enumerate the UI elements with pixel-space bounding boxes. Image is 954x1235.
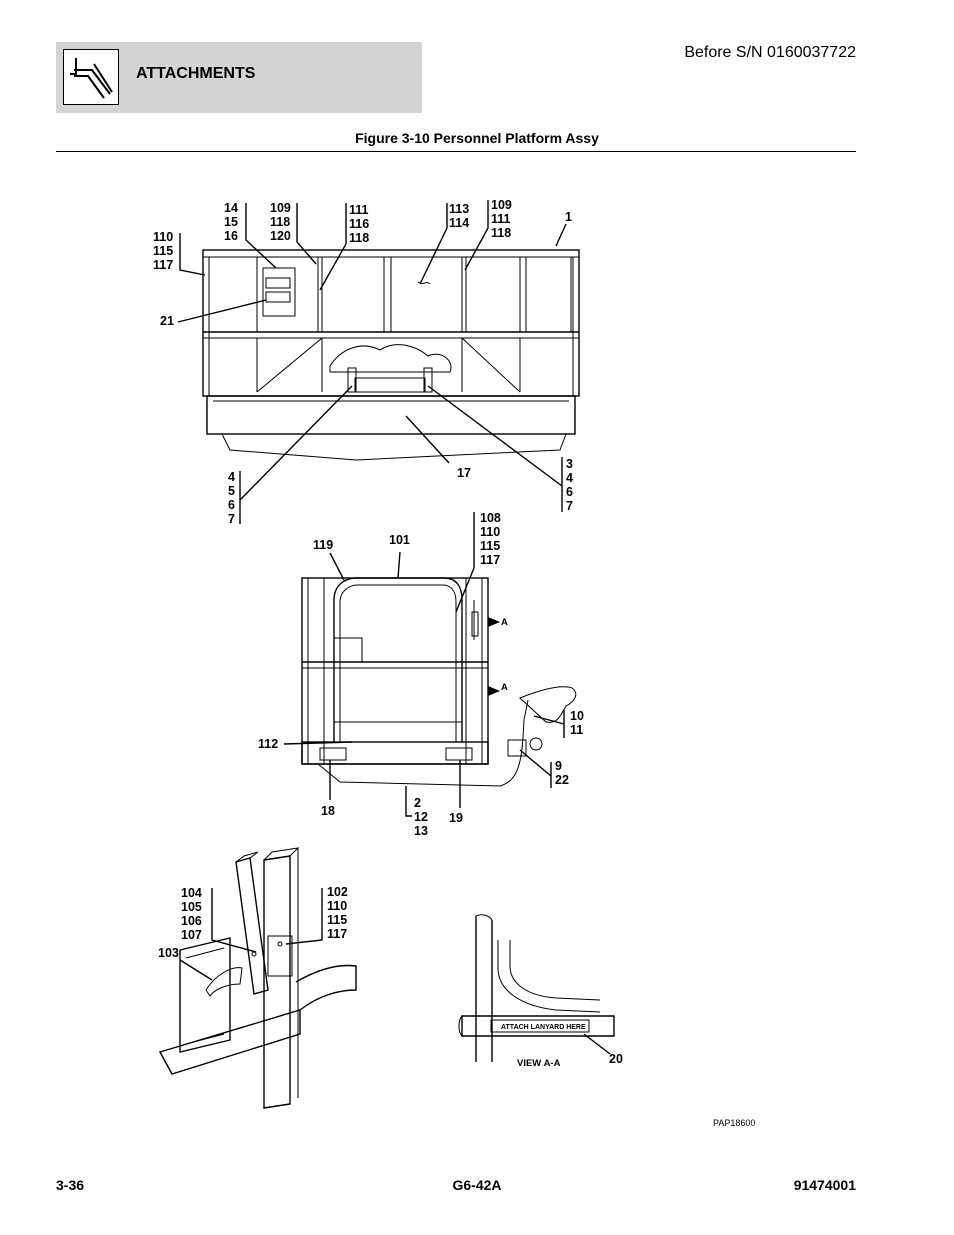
page-number: 3-36	[56, 1177, 85, 1193]
callout-112: 112	[258, 737, 278, 751]
callout-110: 110	[153, 230, 173, 244]
callout-5: 5	[228, 484, 235, 498]
callout-109: 109	[270, 201, 291, 215]
callout-2: 2	[414, 796, 421, 810]
callout-11: 11	[570, 723, 583, 737]
callout-104: 104	[181, 886, 202, 900]
callout-115c: 115	[327, 913, 347, 927]
callout-108: 108	[480, 511, 501, 525]
callout-9: 9	[555, 759, 562, 773]
callout-110b: 110	[480, 525, 500, 539]
callout-13: 13	[414, 824, 428, 838]
callout-10: 10	[570, 709, 584, 723]
callout-7: 7	[228, 512, 235, 526]
callout-6: 6	[228, 498, 235, 512]
callout-115: 115	[153, 244, 173, 258]
callout-117b: 117	[480, 553, 500, 567]
callout-107: 107	[181, 928, 202, 942]
section-title: ATTACHMENTS	[136, 65, 256, 82]
callout-114: 114	[449, 216, 469, 230]
callout-19: 19	[449, 811, 463, 825]
callout-111b: 111	[491, 212, 511, 226]
figure-title: Figure 3-10 Personnel Platform Assy	[355, 130, 599, 146]
callout-15: 15	[224, 215, 238, 229]
callout-118: 118	[270, 215, 290, 229]
header-rule	[56, 151, 856, 152]
callout-16: 16	[224, 229, 238, 243]
callout-111: 111	[349, 203, 369, 217]
callout-110c: 110	[327, 899, 347, 913]
side-view-leaders	[283, 512, 565, 817]
callout-116: 116	[349, 217, 369, 231]
callout-120: 120	[270, 229, 291, 243]
view-a-a-detail	[458, 914, 615, 1062]
platform-front-view	[202, 249, 580, 461]
callout-103: 103	[158, 946, 179, 960]
callout-22: 22	[555, 773, 569, 787]
callout-113: 113	[449, 202, 469, 216]
view-label: VIEW A-A	[517, 1058, 561, 1069]
callout-7b: 7	[566, 499, 573, 513]
callout-118b: 118	[349, 231, 369, 245]
callout-1: 1	[565, 210, 572, 224]
callout-21: 21	[160, 314, 174, 328]
section-marker-a-lower: A	[501, 682, 508, 693]
callout-18: 18	[321, 804, 335, 818]
callout-117: 117	[153, 258, 173, 272]
drawing-code: PAP18600	[713, 1118, 755, 1128]
callout-4b: 4	[566, 471, 573, 485]
detail-leaders	[179, 888, 323, 981]
callout-117c: 117	[327, 927, 347, 941]
callout-109b: 109	[491, 198, 512, 212]
callout-6b: 6	[566, 485, 573, 499]
callout-12: 12	[414, 810, 428, 824]
top-view-leaders	[177, 200, 567, 524]
part-number: 91474001	[793, 1177, 856, 1193]
callout-102: 102	[327, 885, 348, 899]
callout-106: 106	[181, 914, 202, 928]
platform-side-view	[301, 577, 577, 787]
callout-4: 4	[228, 470, 235, 484]
decal-text: ATTACH LANYARD HERE	[501, 1024, 586, 1031]
callout-101: 101	[389, 533, 410, 547]
callout-14: 14	[224, 201, 238, 215]
callout-118c: 118	[491, 226, 511, 240]
boom-attachment-icon	[63, 49, 119, 105]
section-marker-a-upper: A	[501, 617, 508, 628]
model-number: G6-42A	[452, 1177, 502, 1193]
callout-119: 119	[313, 538, 333, 552]
callout-3: 3	[566, 457, 573, 471]
callout-105: 105	[181, 900, 202, 914]
callout-115b: 115	[480, 539, 500, 553]
callout-20: 20	[609, 1052, 623, 1066]
callout-17: 17	[457, 466, 471, 480]
serial-note: Before S/N 0160037722	[684, 44, 856, 61]
